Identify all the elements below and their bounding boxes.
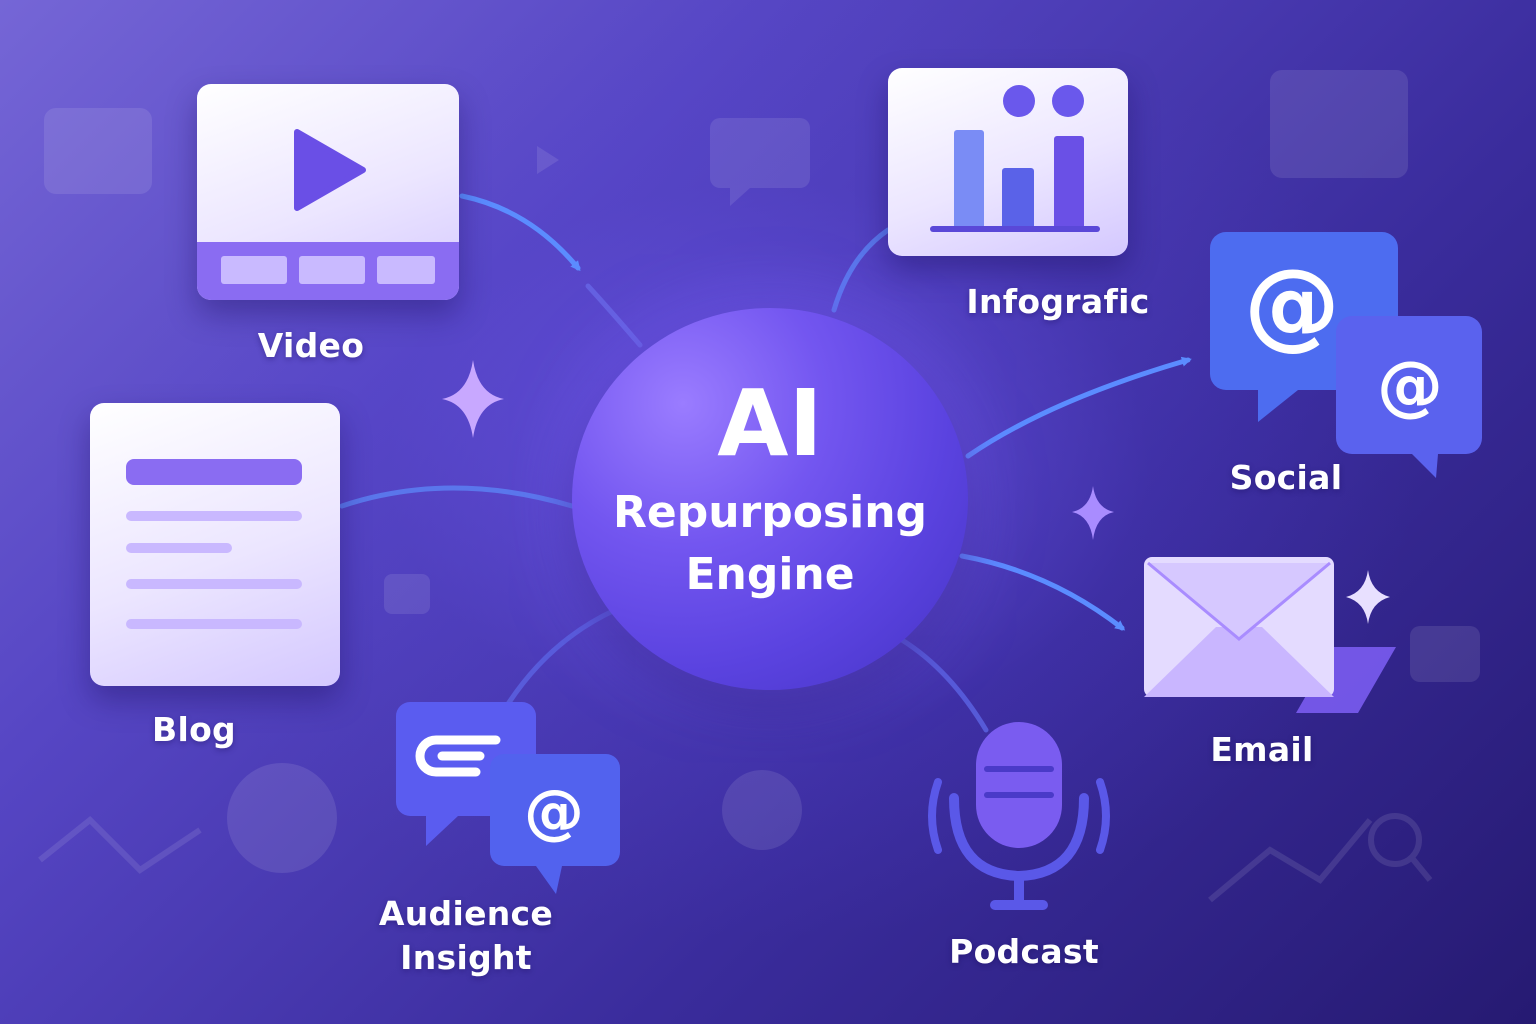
connector-email (959, 553, 1126, 631)
faint-line-graphs (38, 813, 1433, 903)
connector-audience (505, 607, 618, 707)
social-bubbles-graphic: @ @ (1210, 232, 1482, 478)
connectors (339, 193, 1192, 733)
document-icon (90, 403, 340, 686)
chat-bubbles-icon: @ (396, 700, 622, 896)
hub-subtitle-line1: Repurposing (612, 487, 928, 538)
node-label-blog: Blog (152, 710, 236, 749)
node-label-video: Video (257, 326, 365, 365)
faint-play-icon (537, 146, 559, 174)
faint-bubble-icon (710, 118, 810, 206)
node-label-audience: Audience Insight (366, 892, 566, 980)
chat-bubbles-graphic: @ (396, 702, 620, 894)
faint-circle-icon (722, 770, 802, 850)
sparkle-icon (1346, 570, 1390, 624)
microphone-graphic (928, 722, 1110, 910)
faint-chat-icon-2 (384, 574, 430, 614)
node-label-audience-line1: Audience (378, 894, 554, 933)
node-label-audience-line2: Insight (400, 938, 532, 977)
video-player-graphic (197, 129, 459, 300)
hub-title: AI (717, 370, 823, 477)
connector-video-tail (585, 283, 643, 348)
svg-text:@: @ (1244, 248, 1340, 360)
connector-infografic (831, 227, 891, 313)
hub-subtitle-line2: Engine (685, 549, 855, 600)
hub-subtitle: Repurposing Engine (572, 482, 968, 606)
faint-chart-icon (1270, 70, 1408, 178)
sparkle-icon (1072, 486, 1114, 540)
svg-text:@: @ (1377, 347, 1443, 424)
sparkle-icon (442, 360, 504, 438)
svg-text:@: @ (524, 777, 584, 847)
connector-social (965, 356, 1192, 459)
bar-chart-icon (888, 68, 1128, 256)
node-label-social: Social (1229, 458, 1343, 497)
faint-background-icons (44, 70, 1480, 873)
node-label-email: Email (1210, 730, 1314, 769)
node-label-podcast: Podcast (949, 932, 1099, 971)
connector-blog (339, 485, 575, 509)
faint-chat-icon (44, 108, 152, 194)
document-graphic (126, 459, 302, 629)
connector-podcast (899, 637, 989, 733)
connector-video (459, 193, 581, 272)
node-label-infografic: Infografic (966, 282, 1150, 321)
microphone-icon (926, 716, 1112, 916)
ai-engine-hub: AI Repurposing Engine (572, 308, 968, 690)
bar-chart-graphic (930, 85, 1100, 232)
faint-pie-icon (227, 763, 337, 873)
video-player-icon (197, 84, 459, 300)
envelope-graphic (1144, 557, 1396, 713)
faint-chat-icon-3 (1410, 626, 1480, 682)
envelope-icon (1144, 557, 1398, 717)
at-sign-chat-icon: @ @ (1210, 232, 1482, 480)
